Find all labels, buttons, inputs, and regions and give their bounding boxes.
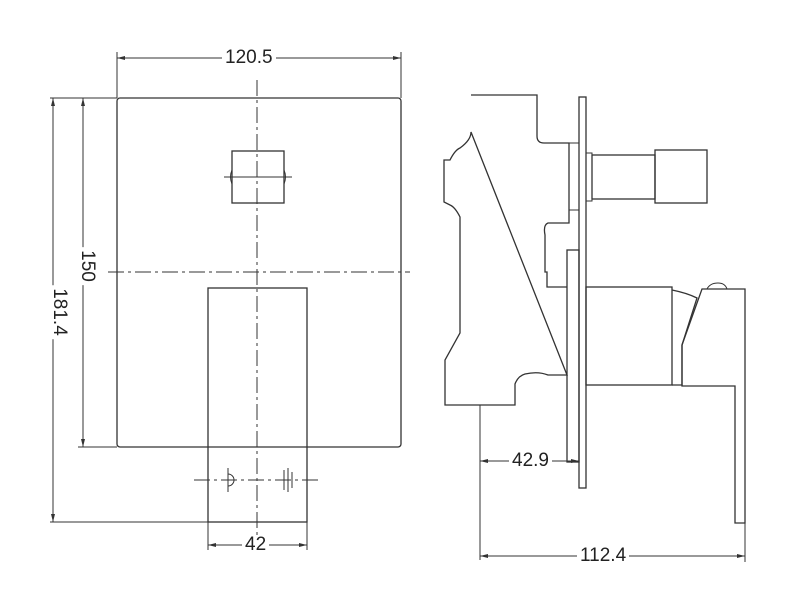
front-view (50, 52, 410, 555)
dim-overall-depth: 112.4 (577, 546, 630, 566)
dim-overall-height: 181.4 (48, 285, 70, 339)
side-view (443, 94, 746, 562)
dim-handle-width: 42 (242, 535, 270, 555)
grub-screw (706, 282, 728, 290)
dim-plate-height: 150 (76, 247, 98, 285)
cold-symbol-icon (283, 468, 293, 492)
knob-cap (654, 149, 708, 204)
wall-plate-profile (578, 96, 587, 489)
gasket-strip (568, 142, 580, 211)
valve-body-outline (443, 94, 570, 406)
lever-arm (681, 288, 746, 524)
dim-plate-width: 120.5 (222, 48, 276, 68)
hot-symbol-icon (227, 468, 235, 492)
dim-wall-depth: 42.9 (509, 451, 552, 471)
knob-shaft (591, 154, 656, 200)
lever-body (585, 286, 673, 386)
knob-washer (585, 152, 593, 202)
inner-plate-profile (566, 249, 580, 463)
